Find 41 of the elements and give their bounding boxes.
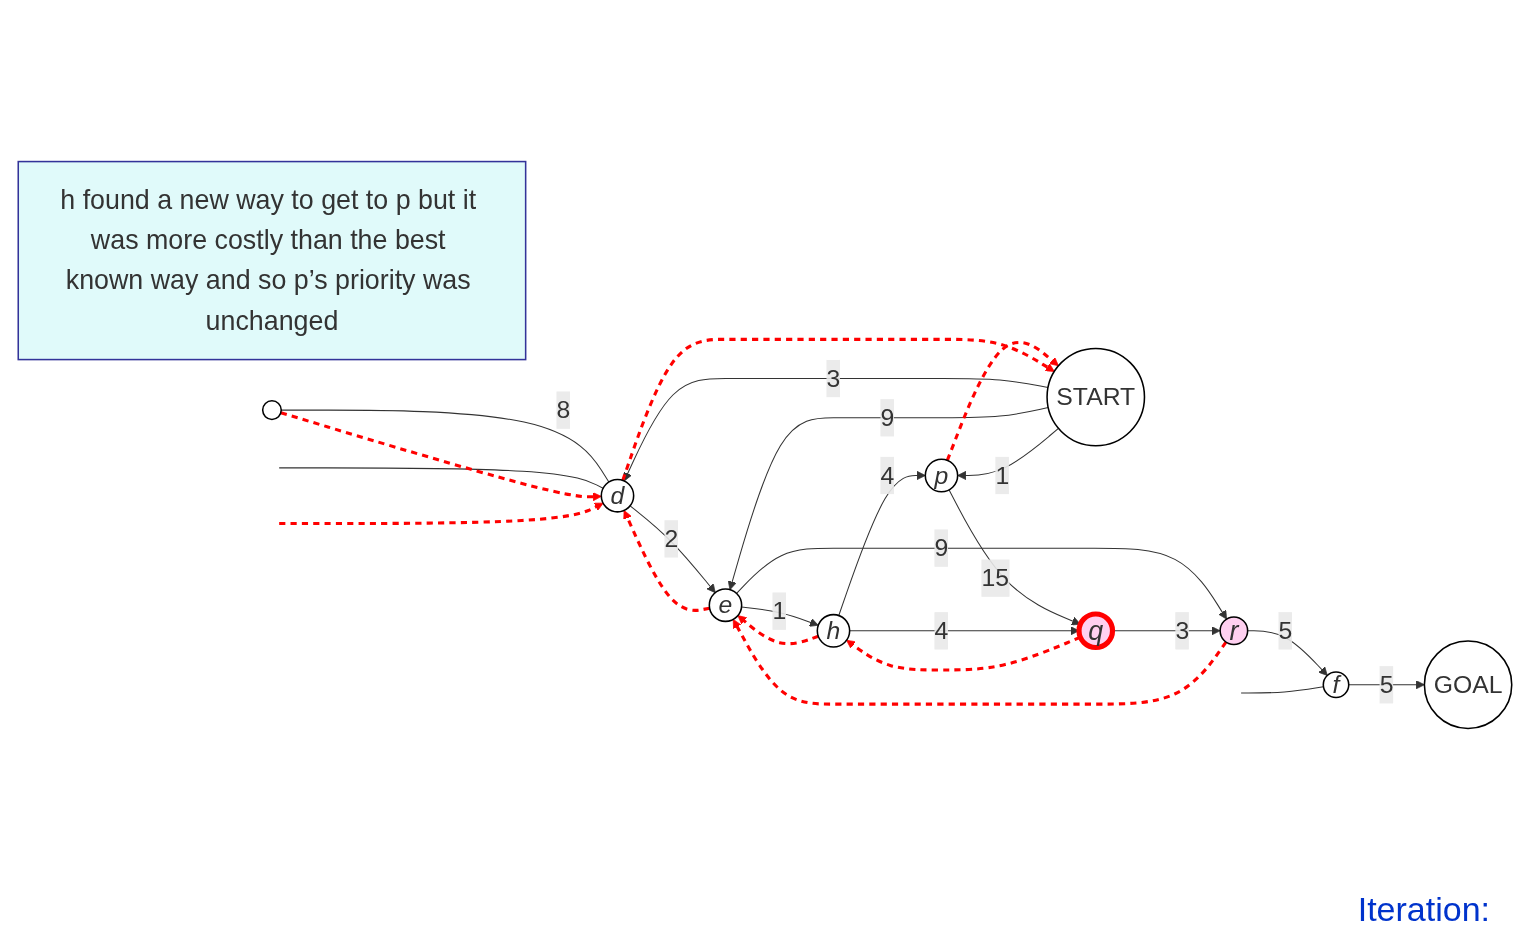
- node-box: h found a new way to get to p but it was more costly than the best known way and so p’s priority was unchanged: [17, 160, 527, 361]
- node-circle: [261, 400, 282, 421]
- edge-label: 2: [664, 524, 679, 553]
- node-circle: r: [1219, 616, 1249, 646]
- edge-label: 15: [981, 563, 1010, 592]
- arrow: [621, 337, 1055, 481]
- node-circle: f: [1322, 671, 1350, 699]
- node-circle: p: [924, 458, 959, 493]
- edge-label: 8: [556, 395, 571, 424]
- arrow: [838, 470, 926, 616]
- edge-label: 9: [934, 533, 949, 562]
- arrow: [623, 378, 1049, 482]
- arrow: [279, 502, 604, 526]
- arrow: [736, 547, 1227, 620]
- iteration-label: Iteration:: [1357, 890, 1490, 929]
- connector: [278, 467, 604, 489]
- arrow: [629, 505, 716, 594]
- arrow: [623, 510, 710, 612]
- arrow: [948, 489, 1081, 626]
- node-circle: q: [1076, 611, 1116, 651]
- edge-label: 3: [1175, 616, 1190, 645]
- edge-label: 5: [1278, 616, 1293, 645]
- node-circle: e: [708, 588, 743, 623]
- node-circle: d: [600, 478, 635, 513]
- arrow: [727, 407, 1049, 591]
- edge-label: 4: [934, 616, 949, 645]
- edge-label: 9: [880, 403, 895, 432]
- arrow: [737, 615, 819, 646]
- arrow: [732, 619, 1228, 706]
- arrow: [280, 411, 602, 502]
- edge-label: 1: [995, 461, 1010, 489]
- edge-label: 1: [772, 596, 787, 625]
- node-circle: START: [1046, 347, 1146, 447]
- edge-label: 3: [826, 364, 841, 392]
- node-circle: GOAL: [1423, 640, 1513, 730]
- edge-label: 5: [1379, 670, 1394, 699]
- edge-label: 4: [880, 461, 895, 489]
- connector: [1240, 686, 1324, 694]
- arrow: [1247, 630, 1328, 676]
- node-circle: h: [816, 613, 851, 648]
- arrow: [945, 340, 1059, 461]
